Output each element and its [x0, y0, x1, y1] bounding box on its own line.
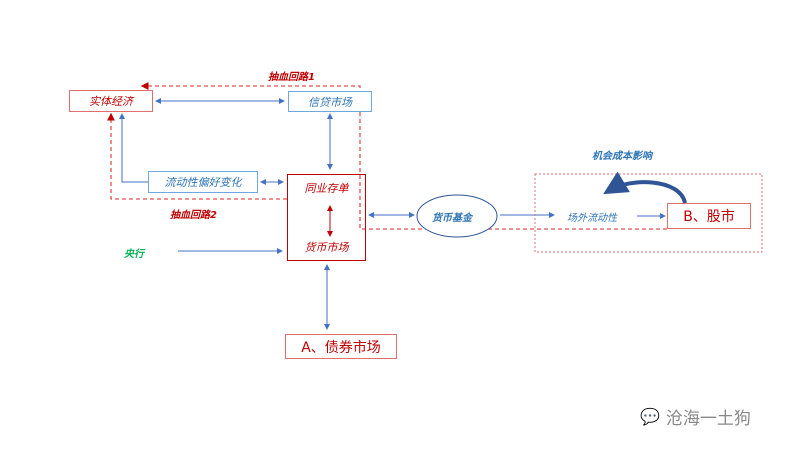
money-fund-label: 货币基金	[432, 213, 472, 224]
node-bond-market: A、债券市场	[285, 334, 397, 359]
ncd-label: 同业存单	[304, 182, 349, 195]
wechat-icon: 💬	[640, 407, 660, 426]
node-ncd-money-market: 同业存单 货币市场	[287, 174, 366, 261]
central-bank-label: 央行	[124, 249, 144, 260]
node-liquidity-preference: 流动性偏好变化	[148, 171, 258, 193]
loop1-label: 抽血回路1	[268, 72, 315, 83]
node-credit-market: 信贷市场	[288, 91, 372, 112]
loop2-label: 抽血回路2	[170, 210, 217, 221]
watermark: 💬 沧海一土狗	[640, 404, 751, 429]
opportunity-cost-region	[534, 173, 763, 253]
node-stock-market: B、股市	[667, 203, 751, 229]
money-market-label: 货币市场	[304, 241, 349, 254]
watermark-text: 沧海一土狗	[665, 409, 751, 429]
loop2-path	[107, 112, 287, 200]
money-fund-ellipse	[416, 194, 498, 238]
offsite-liquidity-label: 场外流动性	[567, 213, 617, 224]
loop1-path	[140, 82, 667, 230]
opportunity-cost-label: 机会成本影响	[592, 151, 652, 162]
arrow-liquidity-real	[119, 113, 148, 183]
node-real-economy: 实体经济	[69, 90, 153, 112]
curved-arrow	[603, 171, 687, 204]
